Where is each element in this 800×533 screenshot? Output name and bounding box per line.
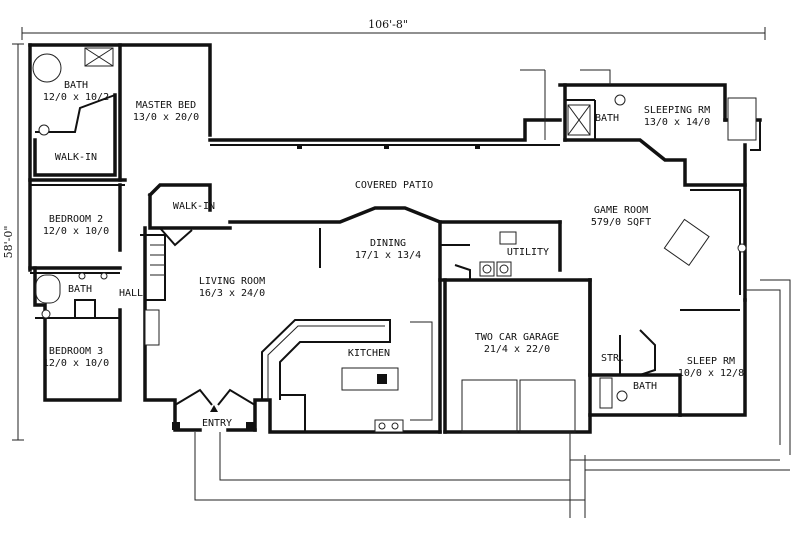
bedroom2-label: BEDROOM 2 [49,214,103,225]
dining-label: DINING [370,238,406,249]
east-wing-fixtures [567,94,757,409]
sleep-rm-label: SLEEP RM [687,356,735,367]
kitchen-label: KITCHEN [348,348,390,359]
entry-label: ENTRY [202,418,232,429]
sleep-rm-size: 10/0 x 12/8 [678,368,744,379]
walk-in-2-label: WALK-IN [173,201,215,212]
bath-master-size: 12/0 x 10/2 [43,92,109,103]
sleeping-rm-size: 13/0 x 14/0 [644,117,710,128]
master-bed-label: MASTER BED [136,100,196,111]
bedroom3-size: 12/0 x 10/0 [43,358,109,369]
sleeping-rm-label: SLEEPING RM [644,105,710,116]
hall-label: HALL [119,288,143,299]
garage-walls [443,278,592,434]
kitchen-counters [261,319,433,433]
covered-patio-label: COVERED PATIO [355,180,433,191]
garage-label: TWO CAR GARAGE [475,332,559,343]
dining-size: 17/1 x 13/4 [355,250,421,261]
width-dimension: 106'-8" [368,18,408,31]
site-outline [194,69,791,518]
core-walls [140,118,592,434]
living-room-label: LIVING ROOM [199,276,265,287]
bath-se-label: BATH [633,381,657,392]
bath-master-label: BATH [64,80,88,91]
utility-label: UTILITY [507,247,549,258]
depth-dimension: 58'-0" [2,226,15,259]
dimension-lines [12,27,766,441]
game-room-size: 579/0 SQFT [591,217,651,228]
entry-walls [172,388,256,430]
garage-size: 21/4 x 22/0 [484,344,550,355]
bath-hall-label: BATH [68,284,92,295]
game-room-label: GAME ROOM [594,205,648,216]
west-wing-walls [28,43,232,402]
utility-fixtures [479,231,517,277]
bedroom2-size: 12/0 x 10/0 [43,226,109,237]
master-bed-size: 13/0 x 20/0 [133,112,199,123]
bedroom3-label: BEDROOM 3 [49,346,103,357]
bath-east-label: BATH [595,113,619,124]
living-room-size: 16/3 x 24/0 [199,288,265,299]
str-label: STR. [601,353,625,364]
west-wing-fixtures [32,47,114,319]
walk-in-master-label: WALK-IN [55,152,97,163]
east-wing-walls [558,83,762,417]
